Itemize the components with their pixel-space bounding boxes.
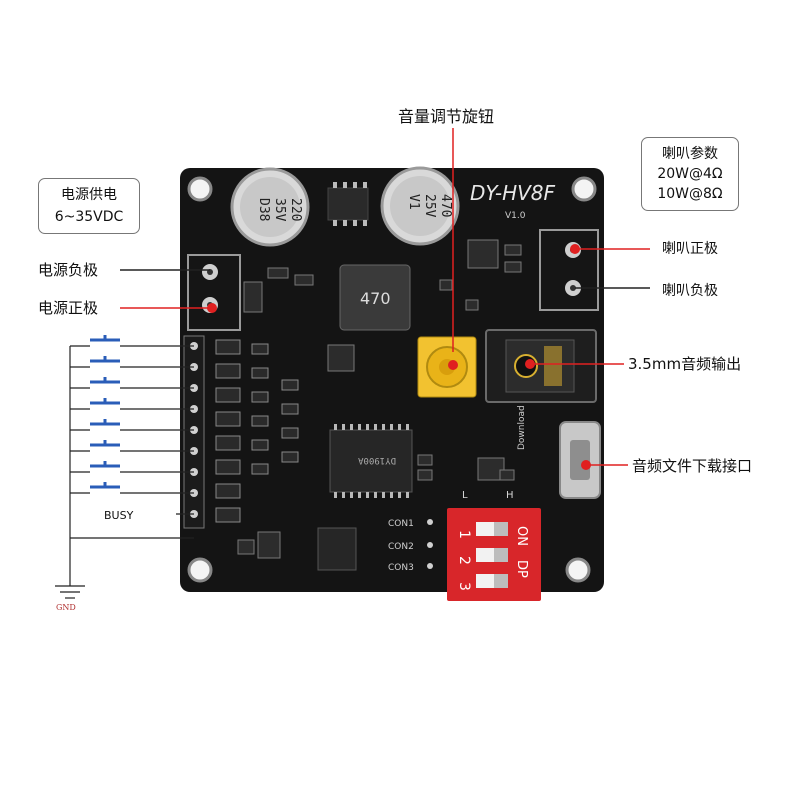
inductor: 470 bbox=[339, 264, 411, 331]
dip-number-2: 2 bbox=[456, 556, 472, 565]
dip-l-label: L bbox=[462, 490, 468, 501]
speaker-negative-label: 喇叭负极 bbox=[662, 283, 718, 299]
dip-number-3: 3 bbox=[456, 582, 472, 591]
cap-left-value: 220 bbox=[288, 198, 303, 221]
callout-lines bbox=[120, 128, 650, 466]
dip-dp-label: DP bbox=[514, 560, 529, 578]
board-model: DY-HV8F bbox=[470, 181, 556, 205]
top-ic bbox=[327, 182, 369, 226]
power-supply-box: 电源供电 6~35VDC bbox=[38, 178, 140, 234]
busy-label: BUSY bbox=[104, 509, 134, 522]
flash-chip bbox=[317, 527, 357, 571]
cap-right-code: V1 bbox=[406, 194, 421, 210]
cap-right-value: 470 bbox=[438, 194, 453, 217]
con2-label: CON2 bbox=[388, 542, 414, 552]
gnd-label: GND bbox=[56, 603, 76, 612]
speaker-params-4ohm: 20W@4Ω bbox=[657, 166, 723, 182]
con3-label: CON3 bbox=[388, 563, 414, 573]
inductor-value: 470 bbox=[360, 289, 391, 308]
speaker-params-8ohm: 10W@8Ω bbox=[657, 186, 723, 202]
capacitor-left: 220 35V D38 bbox=[230, 167, 310, 247]
download-text: Download bbox=[517, 405, 527, 450]
main-chip: DY1900A bbox=[329, 424, 413, 498]
speaker-terminal bbox=[539, 229, 599, 311]
chip-marking: DY1900A bbox=[357, 455, 396, 465]
callout-dots bbox=[207, 244, 591, 470]
power-positive-label: 电源正极 bbox=[38, 299, 99, 317]
dip-number-1: 1 bbox=[456, 530, 472, 539]
dip-on-label: ON bbox=[514, 526, 529, 546]
speaker-params-title: 喇叭参数 bbox=[662, 146, 718, 162]
volume-knob bbox=[417, 336, 477, 398]
cap-left-voltage: 35V bbox=[272, 198, 287, 222]
download-port-label: 音频文件下载接口 bbox=[632, 457, 753, 475]
speaker-positive-label: 喇叭正极 bbox=[662, 241, 718, 257]
power-terminal bbox=[187, 254, 241, 331]
button-schematic bbox=[55, 345, 194, 599]
power-negative-label: 电源负极 bbox=[38, 261, 99, 279]
smd-components bbox=[237, 239, 522, 559]
header-pins bbox=[183, 335, 205, 529]
micro-usb-port bbox=[559, 421, 601, 499]
push-buttons bbox=[90, 335, 120, 489]
speaker-params-box: 喇叭参数 20W@4Ω 10W@8Ω bbox=[641, 137, 739, 211]
volume-knob-label: 音量调节旋钮 bbox=[398, 107, 495, 126]
capacitor-right: 470 25V V1 bbox=[380, 166, 460, 246]
resistor-column bbox=[215, 339, 299, 523]
dip-h-label: H bbox=[506, 490, 514, 501]
con1-label: CON1 bbox=[388, 519, 414, 529]
board-version: V1.0 bbox=[505, 211, 526, 221]
dip-switch: 1 2 3 ON DP bbox=[447, 508, 541, 601]
power-supply-title: 电源供电 bbox=[61, 187, 117, 203]
cap-right-voltage: 25V bbox=[422, 194, 437, 218]
cap-left-code: D38 bbox=[256, 198, 271, 221]
audio-output-label: 3.5mm音频输出 bbox=[628, 355, 742, 373]
mounting-holes bbox=[187, 176, 597, 583]
power-supply-range: 6~35VDC bbox=[54, 209, 124, 225]
audio-jack bbox=[485, 329, 597, 403]
